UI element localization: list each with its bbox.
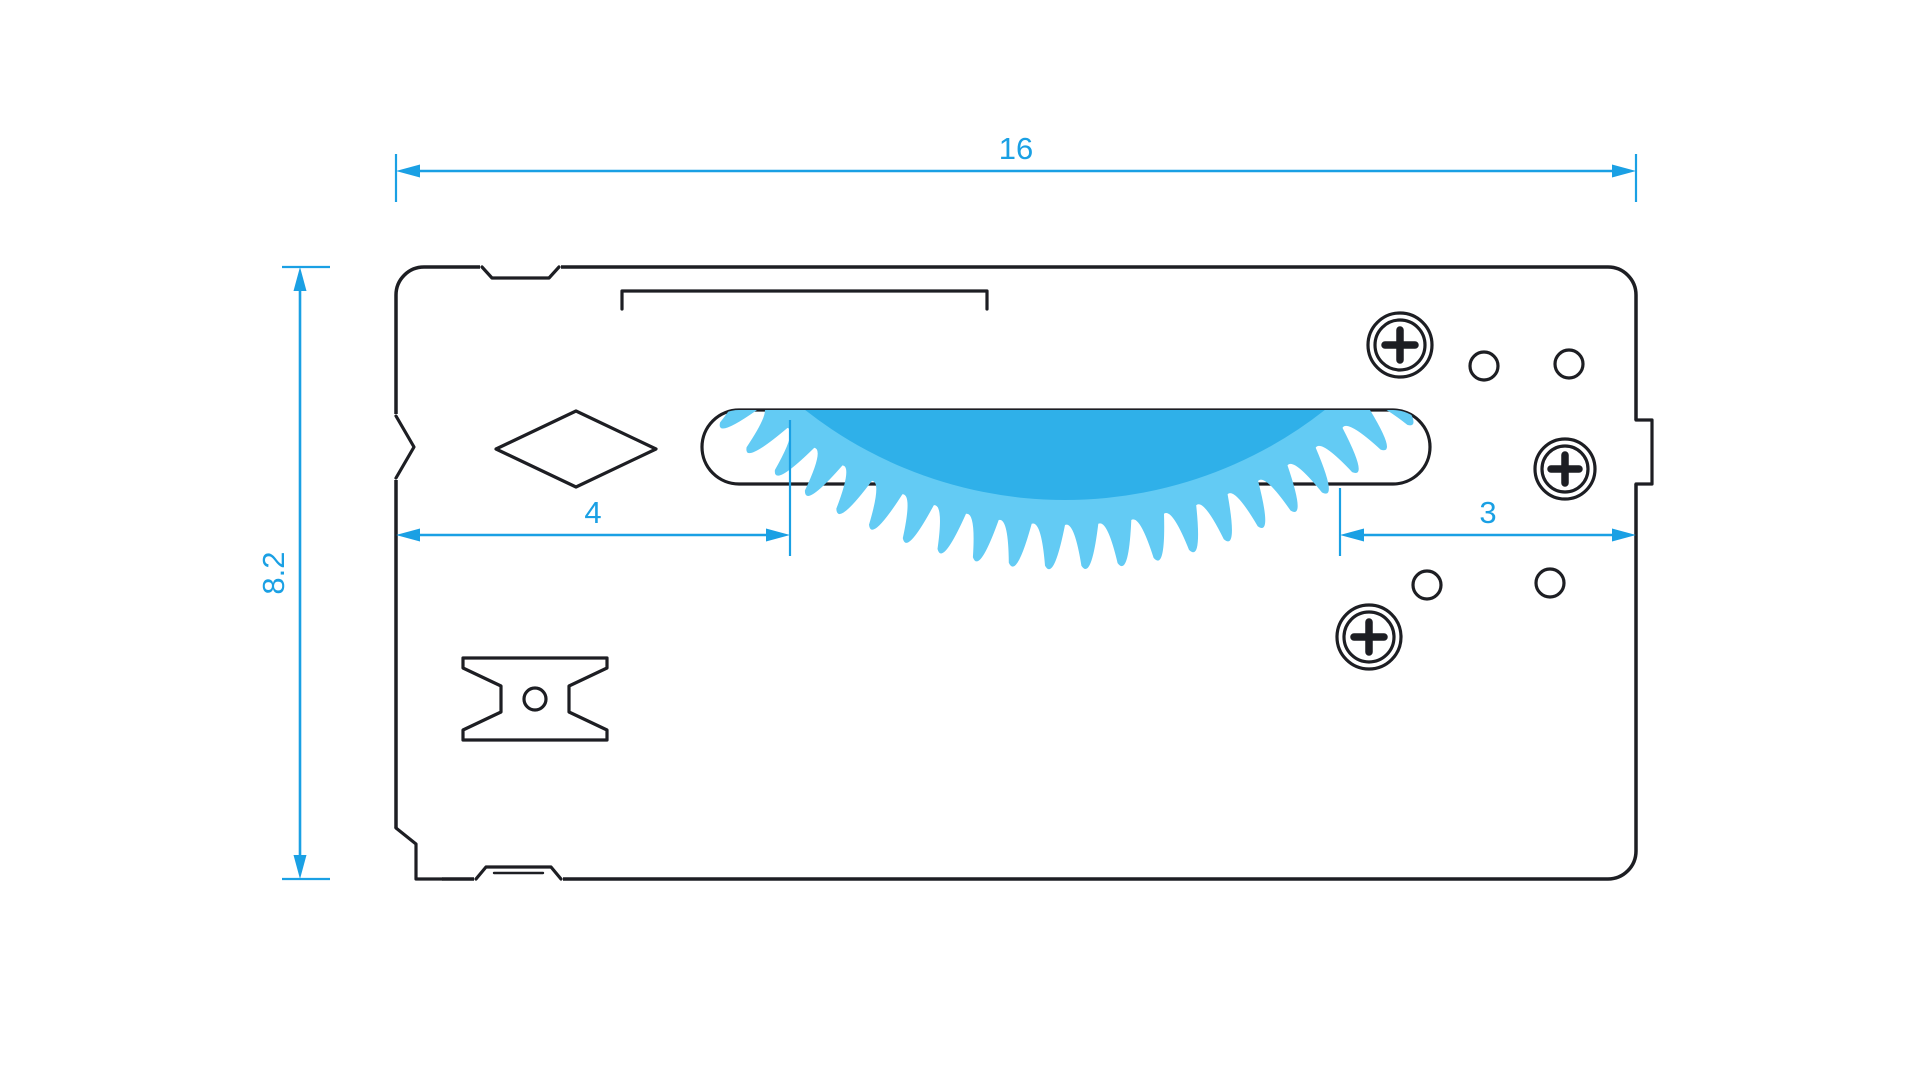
- diamond-cutout: [494, 409, 658, 489]
- arrow-left-icon: [396, 164, 420, 178]
- right-edge-tab: [1629, 418, 1654, 486]
- hole-top-right: [1553, 348, 1585, 380]
- overall-width-label: 16: [999, 131, 1033, 166]
- hole-bottom-left: [1411, 569, 1443, 601]
- edge-mask: [480, 260, 561, 274]
- hole-top-left: [1468, 350, 1500, 382]
- edge-mask: [474, 872, 563, 886]
- phillips-cross-icon: [1381, 326, 1419, 364]
- dimension-right-offset: 3: [1338, 488, 1636, 556]
- dimension-left-offset: 4: [396, 420, 792, 556]
- dimension-overall-width: 16: [394, 131, 1638, 202]
- spool-hole: [522, 686, 548, 712]
- screw-right: [1533, 437, 1597, 501]
- arrow-left-icon: [396, 528, 420, 542]
- edge-mask: [390, 414, 402, 480]
- bottom-edge-notch: [474, 865, 563, 886]
- phillips-cross-icon: [1547, 451, 1583, 487]
- top-edge-notch: [480, 260, 561, 280]
- notch-outline: [480, 265, 561, 280]
- arrow-right-icon: [766, 528, 790, 542]
- arrow-up-icon: [293, 267, 307, 291]
- left-edge-v-notch: [390, 414, 416, 480]
- plate-outline: [394, 265, 1638, 881]
- arrow-down-icon: [293, 855, 307, 879]
- right-offset-label: 3: [1479, 495, 1496, 530]
- arrow-right-icon: [1612, 164, 1636, 178]
- tab-outline: [1634, 418, 1654, 486]
- notch-outline: [394, 414, 416, 480]
- hole-bottom-right: [1534, 567, 1566, 599]
- base-plate: [388, 260, 1654, 886]
- bottom-left-corner-step: [388, 826, 444, 886]
- screw-bottom: [1335, 603, 1403, 671]
- top-staple-slot: [620, 289, 989, 311]
- screw-top: [1366, 311, 1434, 379]
- step-outline: [394, 826, 444, 881]
- arrow-left-icon: [1340, 528, 1364, 542]
- notch-outline: [474, 865, 563, 881]
- spool-cutout: [461, 656, 609, 742]
- arrow-right-icon: [1612, 528, 1636, 542]
- left-offset-label: 4: [584, 495, 601, 530]
- overall-height-label: 8.2: [256, 551, 291, 594]
- phillips-cross-icon: [1350, 618, 1388, 656]
- edge-mask: [1629, 420, 1643, 484]
- dimension-overall-height: 8.2: [256, 265, 330, 881]
